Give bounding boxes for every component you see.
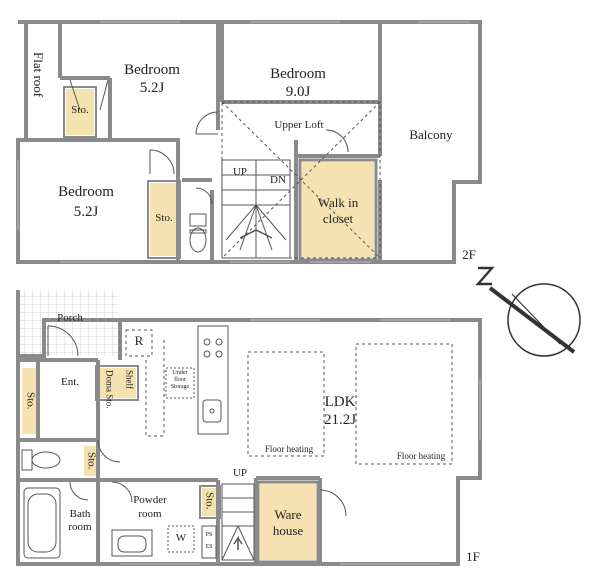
upper-loft-outline (221, 101, 381, 259)
under-floor-storage-line3: Storage (170, 384, 190, 390)
warehouse-fill (260, 484, 316, 560)
storage-powder-fill (202, 488, 218, 516)
floor-1-plan (16, 290, 482, 566)
storage-toilet-label: Sto. (85, 452, 98, 470)
porch-tiles (18, 290, 118, 356)
walk-in-closet-fill (302, 162, 374, 258)
shelf-label: Shelf (124, 370, 135, 389)
refrigerator-space (125, 329, 153, 357)
bathroom-line2: room (68, 521, 92, 533)
warehouse-line1: Ware (274, 507, 302, 522)
powder-room-line1: Powder (133, 494, 167, 506)
stair-2f (221, 159, 291, 259)
floor-1f-label: 1F (466, 549, 480, 564)
ldk-name: LDK (324, 394, 356, 410)
washer-space (167, 525, 195, 553)
walk-in-closet-wall (298, 158, 378, 262)
porch-label: Porch (57, 312, 83, 324)
walk-in-closet-line1: Walk in (317, 195, 359, 210)
toilet-1f (21, 449, 61, 471)
storage-entry-label: Sto. (24, 392, 37, 410)
doors-2f (69, 79, 349, 205)
windows-2f (17, 21, 470, 263)
under-floor-storage-line1: Under (172, 370, 188, 376)
storage-powder-wall (199, 485, 221, 519)
under-floor-storage-outline (165, 367, 195, 399)
doors-1f (47, 325, 347, 517)
upper-loft-cross (221, 101, 381, 259)
floor-2f-label: 2F (462, 247, 476, 262)
bedroom-north-size: 9.0J (285, 84, 311, 100)
stair-1f-up-label: UP (232, 467, 248, 479)
storage-toilet-fill (84, 446, 98, 476)
kitchen-counter (197, 325, 229, 435)
floor-heating-zone-a (247, 351, 325, 457)
washer-mark: W (175, 532, 187, 544)
storage-entry-fill (22, 368, 38, 434)
ldk-size: 21.2J (323, 412, 357, 428)
toilet-2f (189, 213, 207, 253)
pipe-shaft-box (201, 525, 217, 559)
storage-2f-b-label: Sto. (155, 212, 173, 224)
storage-powder-label: Sto. (203, 492, 216, 510)
pipe-shaft-es: ES (205, 544, 213, 550)
bedroom-north-name: Bedroom (270, 66, 326, 82)
wall-1f-interior (18, 320, 322, 564)
upper-loft-label: Upper Loft (274, 119, 324, 131)
bedroom-west-size: 5.2J (73, 204, 99, 220)
warehouse-wall (256, 480, 320, 564)
doma-storage-label: Doma Sto. (104, 370, 115, 409)
storage-2f-a-fill (66, 89, 94, 135)
under-floor-storage-line2: floor (174, 377, 186, 383)
powder-room-line2: room (138, 508, 162, 520)
windows-1f (120, 319, 481, 565)
stair-2f-down-label: DN (270, 174, 286, 186)
bedroom-west-name: Bedroom (58, 184, 114, 200)
bathtub (23, 487, 61, 559)
shelf-doma-wall (95, 365, 139, 401)
balcony-label: Balcony (409, 127, 453, 142)
refrigerator-mark: R (134, 333, 144, 348)
walk-in-closet-line2: closet (322, 211, 354, 226)
floor-2-plan (16, 20, 482, 264)
north-arrow-compass-icon (475, 266, 581, 357)
floor-heating-zone-b (355, 343, 453, 465)
warehouse-line2: house (272, 523, 304, 538)
wash-basin (111, 529, 153, 557)
bedroom-nw-name: Bedroom (124, 62, 180, 78)
floor-heating-a-label: Floor heating (264, 444, 314, 454)
storage-2f-a-wall (63, 86, 97, 138)
storage-2f-a-label: Sto. (71, 104, 89, 116)
entrance-label: Ent. (60, 376, 80, 388)
kitchen-dashed (145, 340, 165, 437)
flat-roof-label: Flat roof (30, 52, 46, 98)
floor-heating-b-label: Floor heating (396, 451, 446, 461)
pipe-shaft-ps: PS (205, 532, 213, 538)
bedroom-nw-size: 5.2J (139, 80, 165, 96)
stair-2f-up-label: UP (232, 166, 248, 178)
stair-1f (221, 483, 255, 561)
storage-2f-b-fill (150, 183, 178, 256)
bathroom-line1: Bath (69, 508, 91, 520)
storage-2f-b-wall (147, 180, 181, 259)
doma-storage-fill (98, 368, 136, 398)
